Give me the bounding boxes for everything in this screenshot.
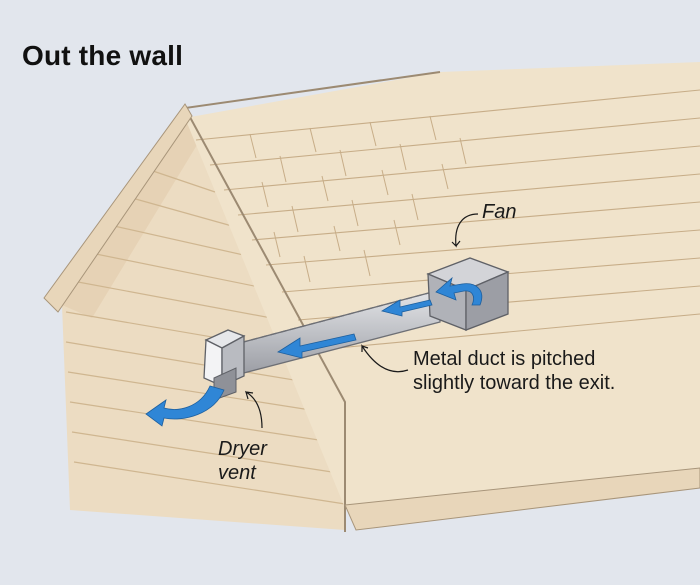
- duct-arrow-lower: [276, 333, 357, 359]
- dryer-vent-label-line2: vent: [218, 462, 256, 484]
- rake-board: [43, 103, 193, 313]
- leader-lines: [245, 213, 479, 429]
- fascia-board: [344, 467, 700, 531]
- vent-exhaust-arrow: [145, 385, 225, 427]
- fan-outflow-arrow: [435, 276, 483, 306]
- fan-label: Fan: [482, 201, 517, 223]
- page-title: Out the wall: [22, 40, 184, 71]
- airflow-arrows: [145, 276, 483, 427]
- duct-arrow-upper: [380, 299, 433, 317]
- dryer-vent-hood: [203, 329, 246, 401]
- duct-caption-line1: Metal duct is pitched: [413, 348, 596, 370]
- duct-caption-line2: slightly toward the exit.: [413, 372, 616, 394]
- dryer-vent-label-line1: Dryer: [218, 438, 267, 460]
